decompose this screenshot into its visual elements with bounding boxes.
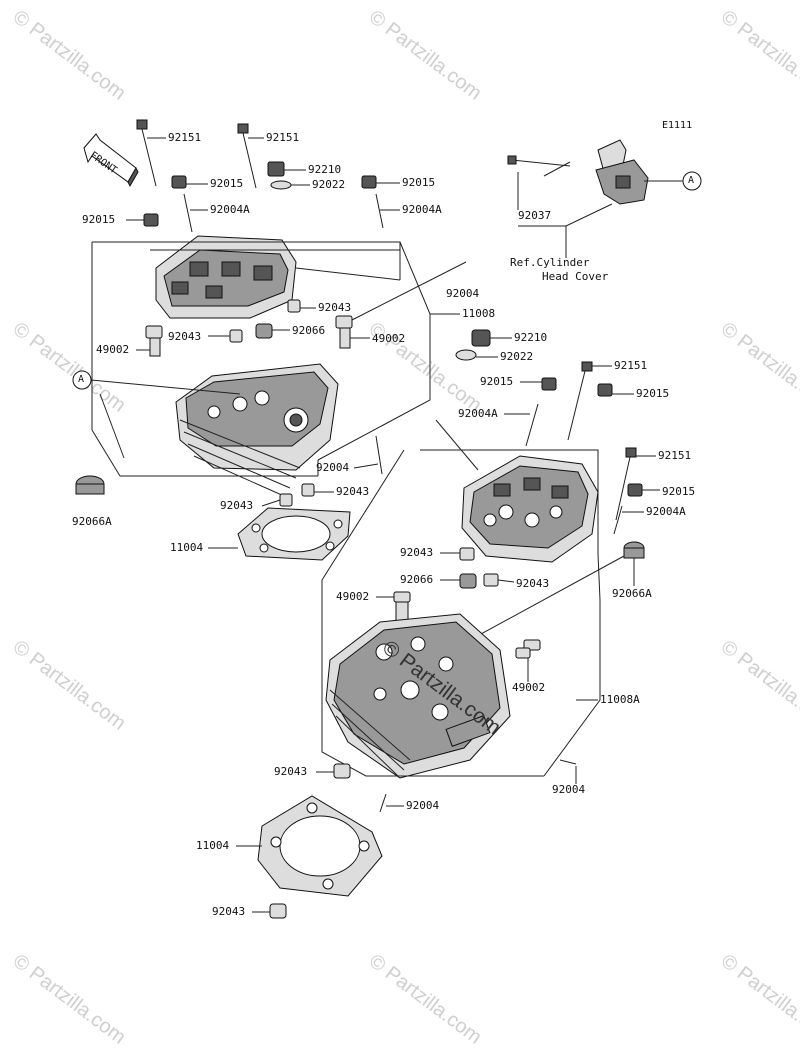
part-label-49002: 49002 bbox=[96, 343, 130, 356]
sleeve-92043-e bbox=[459, 547, 475, 561]
diagram-code: E1111 bbox=[662, 120, 693, 131]
sleeve-92043-d bbox=[301, 483, 315, 497]
sleeve-92043-h bbox=[269, 903, 287, 919]
part-label-92043: 92043 bbox=[274, 765, 308, 778]
stud-92004-mid bbox=[375, 435, 383, 475]
gasket-11004-upper bbox=[237, 507, 351, 561]
part-label-92151: 92151 bbox=[168, 131, 202, 144]
bolt-92151-center bbox=[237, 123, 257, 189]
part-label-92022: 92022 bbox=[312, 178, 346, 191]
part-label-92037: 92037 bbox=[518, 209, 552, 222]
nut-92210-top bbox=[267, 161, 285, 177]
stud-92004A-c bbox=[525, 403, 539, 447]
part-label-92015: 92015 bbox=[210, 177, 244, 190]
part-label-49002: 49002 bbox=[372, 332, 406, 345]
part-label-11004: 11004 bbox=[170, 541, 204, 554]
part-label-11004: 11004 bbox=[196, 839, 230, 852]
part-label-92004: 92004 bbox=[316, 461, 350, 474]
bolt-92151-right bbox=[615, 447, 637, 521]
sleeve-92043-b bbox=[229, 329, 243, 343]
stud-92004-upper bbox=[351, 261, 467, 321]
part-label-92066: 92066 bbox=[400, 573, 434, 586]
part-label-92004: 92004 bbox=[552, 783, 586, 796]
part-label-92043: 92043 bbox=[400, 546, 434, 559]
pipe-49002-low bbox=[393, 591, 411, 625]
part-label-92004A: 92004A bbox=[458, 407, 498, 420]
nut-92210-mid bbox=[471, 329, 491, 347]
stud-92004A-b bbox=[375, 193, 384, 229]
part-label-92015: 92015 bbox=[662, 485, 696, 498]
part-label-92004: 92004 bbox=[446, 287, 480, 300]
part-label-92015: 92015 bbox=[402, 176, 436, 189]
stud-92004A-d bbox=[613, 505, 623, 535]
gasket-11004-lower bbox=[257, 795, 383, 897]
stud-92004-right bbox=[559, 759, 577, 765]
rear-cylinder-head bbox=[175, 363, 339, 497]
front-cylinder-head bbox=[461, 455, 599, 563]
plug-92066A-left bbox=[75, 475, 105, 495]
stud-92004A-a bbox=[183, 193, 193, 233]
part-label-92151: 92151 bbox=[614, 359, 648, 372]
sleeve-92043-f bbox=[483, 573, 499, 587]
sleeve-92043-a bbox=[287, 299, 301, 313]
washer-92022-top bbox=[270, 180, 292, 190]
part-label-92004A: 92004A bbox=[402, 203, 442, 216]
nut-92015-left bbox=[143, 213, 159, 227]
part-label-92151: 92151 bbox=[266, 131, 300, 144]
ref-marker-letter-right: A bbox=[688, 175, 695, 186]
part-label-92043: 92043 bbox=[212, 905, 246, 918]
nut-92015-b bbox=[361, 175, 377, 189]
stud-92004-low bbox=[379, 793, 387, 813]
front-cylinder bbox=[325, 613, 511, 779]
ref-marker-letter-left: A bbox=[78, 374, 85, 385]
part-label-11008A: 11008A bbox=[600, 693, 640, 706]
nut-92015-c bbox=[541, 377, 557, 391]
plug-92066-a bbox=[255, 323, 273, 339]
part-label-92015: 92015 bbox=[480, 375, 514, 388]
nut-92015-d bbox=[597, 383, 613, 397]
part-label-49002: 49002 bbox=[512, 681, 546, 694]
bolt-92151-left bbox=[136, 119, 157, 187]
part-label-92210: 92210 bbox=[308, 163, 342, 176]
pipe-49002-left bbox=[145, 325, 163, 357]
part-label-92043: 92043 bbox=[516, 577, 550, 590]
part-label-92043: 92043 bbox=[168, 330, 202, 343]
part-label-92066A: 92066A bbox=[72, 515, 112, 528]
washer-92022-mid bbox=[455, 349, 477, 361]
part-label-92043: 92043 bbox=[318, 301, 352, 314]
nut-92015-e bbox=[627, 483, 643, 497]
pipe-49002-right bbox=[515, 639, 541, 659]
part-label-92043: 92043 bbox=[220, 499, 254, 512]
part-label-92151: 92151 bbox=[658, 449, 692, 462]
cylinder-head-cover-ref bbox=[507, 139, 649, 205]
pipe-49002-mid bbox=[335, 315, 353, 349]
part-label-92004A: 92004A bbox=[646, 505, 686, 518]
part-label-92210: 92210 bbox=[514, 331, 548, 344]
part-label-92066: 92066 bbox=[292, 324, 326, 337]
part-label-92015: 92015 bbox=[636, 387, 670, 400]
sleeve-92043-g bbox=[333, 763, 351, 779]
sleeve-92043-c bbox=[279, 493, 293, 507]
rear-head-upper bbox=[155, 235, 297, 319]
plug-92066A-right bbox=[623, 541, 645, 559]
ref-note-line1: Ref.Cylinder bbox=[510, 256, 590, 269]
plug-92066-b bbox=[459, 573, 477, 589]
part-label-11008: 11008 bbox=[462, 307, 496, 320]
part-label-92004: 92004 bbox=[406, 799, 440, 812]
part-label-92015: 92015 bbox=[82, 213, 116, 226]
bolt-92151-mid bbox=[567, 361, 593, 441]
nut-92015-a bbox=[171, 175, 187, 189]
front-arrow-icon bbox=[83, 133, 139, 188]
part-label-49002: 49002 bbox=[336, 590, 370, 603]
part-label-92022: 92022 bbox=[500, 350, 534, 363]
part-label-92066A: 92066A bbox=[612, 587, 652, 600]
leader-lines bbox=[126, 137, 660, 913]
part-label-92043: 92043 bbox=[336, 485, 370, 498]
ref-note-line2: Head Cover bbox=[542, 270, 609, 283]
part-label-92004A: 92004A bbox=[210, 203, 250, 216]
